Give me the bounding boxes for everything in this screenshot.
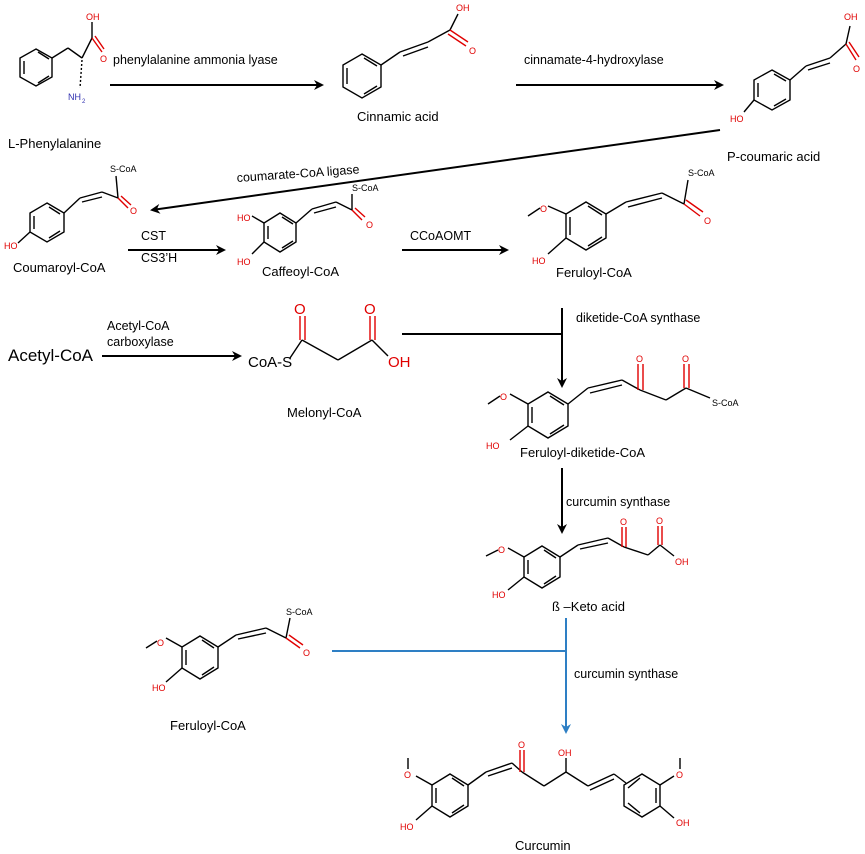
label-acetyl: Acetyl-CoA — [8, 346, 94, 365]
atom-o: O — [469, 46, 476, 56]
atom-o: O — [636, 354, 643, 364]
atom-scoa: S-CoA — [110, 164, 137, 174]
label-coumaroyl: Coumaroyl-CoA — [13, 260, 106, 275]
atom-o: O — [100, 54, 107, 64]
atom-o: O — [676, 770, 683, 780]
atom-ho: HO — [532, 256, 546, 266]
label-coumaric: P-coumaric acid — [727, 149, 820, 164]
atom-oh: OH — [86, 12, 100, 22]
structure-caffeoyl: S-CoA O HO HO — [237, 183, 379, 267]
enzyme-cus1: curcumin synthase — [566, 495, 670, 509]
label-ketoacid: ß –Keto acid — [552, 599, 625, 614]
atom-scoa: S-CoA — [688, 168, 715, 178]
atom-o: O — [500, 392, 507, 402]
atom-o: O — [704, 216, 711, 226]
structure-melonyl: CoA-S O O OH — [248, 301, 411, 371]
enzyme-acc1: Acetyl-CoA — [107, 319, 170, 333]
atom-ho: HO — [486, 441, 500, 451]
atom-oh: OH — [676, 818, 690, 828]
atom-o: O — [303, 648, 310, 658]
atom-o: O — [853, 64, 860, 74]
atom-ho: HO — [400, 822, 414, 832]
atom-scoa: S-CoA — [712, 398, 739, 408]
enzyme-cus2: curcumin synthase — [574, 667, 678, 681]
atom-scoa: S-CoA — [352, 183, 379, 193]
structure-ketoacid: O O OH O HO — [485, 516, 689, 600]
atom-oh: OH — [844, 12, 858, 22]
atom-o: O — [620, 517, 627, 527]
enzyme-acc2: carboxylase — [107, 335, 174, 349]
atom-o: O — [157, 638, 164, 648]
label-caffeoyl: Caffeoyl-CoA — [262, 264, 339, 279]
atom-o: O — [366, 220, 373, 230]
atom-nh2: NH — [68, 92, 81, 102]
enzyme-ccoaomt: CCoAOMT — [410, 229, 471, 243]
label-diketide: Feruloyl-diketide-CoA — [520, 445, 645, 460]
structure-diketide: O O S-CoA O HO — [486, 354, 739, 451]
structure-curcumin: O OH O HO O OH — [400, 740, 690, 832]
atom-ho: HO — [237, 213, 251, 223]
label-curcumin: Curcumin — [515, 838, 571, 853]
label-phenylalanine: L-Phenylalanine — [8, 136, 101, 151]
atom-o: O — [656, 516, 663, 526]
atom-o: O — [130, 206, 137, 216]
atom-oh: OH — [456, 3, 470, 13]
structure-feruloyl2: S-CoA O O HO — [145, 607, 313, 693]
label-melonyl: Melonyl-CoA — [287, 405, 362, 420]
atom-o: O — [540, 204, 547, 214]
label-cinnamic: Cinnamic acid — [357, 109, 439, 124]
structure-phenylalanine: OH O NH 2 — [19, 12, 107, 105]
structure-cinnamic: OH O — [342, 3, 476, 99]
atom-o: O — [498, 545, 505, 555]
atom-oh: OH — [675, 557, 689, 567]
atom-o: O — [404, 770, 411, 780]
structure-coumaroyl: S-CoA O HO — [4, 164, 137, 251]
enzyme-ligase: coumarate-CoA ligase — [236, 162, 360, 185]
arrow-ligase — [150, 129, 721, 214]
atom-ho: HO — [492, 590, 506, 600]
atom-ho: HO — [237, 257, 251, 267]
enzyme-cst: CST — [141, 229, 166, 243]
enzyme-cs3h: CS3’H — [141, 251, 177, 265]
label-feruloyl: Feruloyl-CoA — [556, 265, 632, 280]
atom-sub2: 2 — [82, 99, 86, 105]
atom-scoa: S-CoA — [286, 607, 313, 617]
enzyme-dcs: diketide-CoA synthase — [576, 311, 700, 325]
atom-coas: CoA-S — [248, 354, 292, 371]
atom-o: O — [518, 740, 525, 750]
atom-ho: HO — [730, 114, 744, 124]
enzyme-c4h: cinnamate-4-hydroxylase — [524, 53, 664, 67]
structure-coumaric: OH O HO — [730, 12, 860, 124]
structure-feruloyl: S-CoA O O HO — [527, 168, 715, 266]
atom-oh: OH — [388, 354, 411, 371]
atom-o: O — [682, 354, 689, 364]
atom-ho: HO — [4, 241, 18, 251]
atom-o: O — [364, 301, 376, 318]
atom-oh: OH — [558, 748, 572, 758]
label-feruloyl2: Feruloyl-CoA — [170, 718, 246, 733]
atom-ho: HO — [152, 683, 166, 693]
enzyme-pal: phenylalanine ammonia lyase — [113, 53, 278, 67]
atom-o: O — [294, 301, 306, 318]
